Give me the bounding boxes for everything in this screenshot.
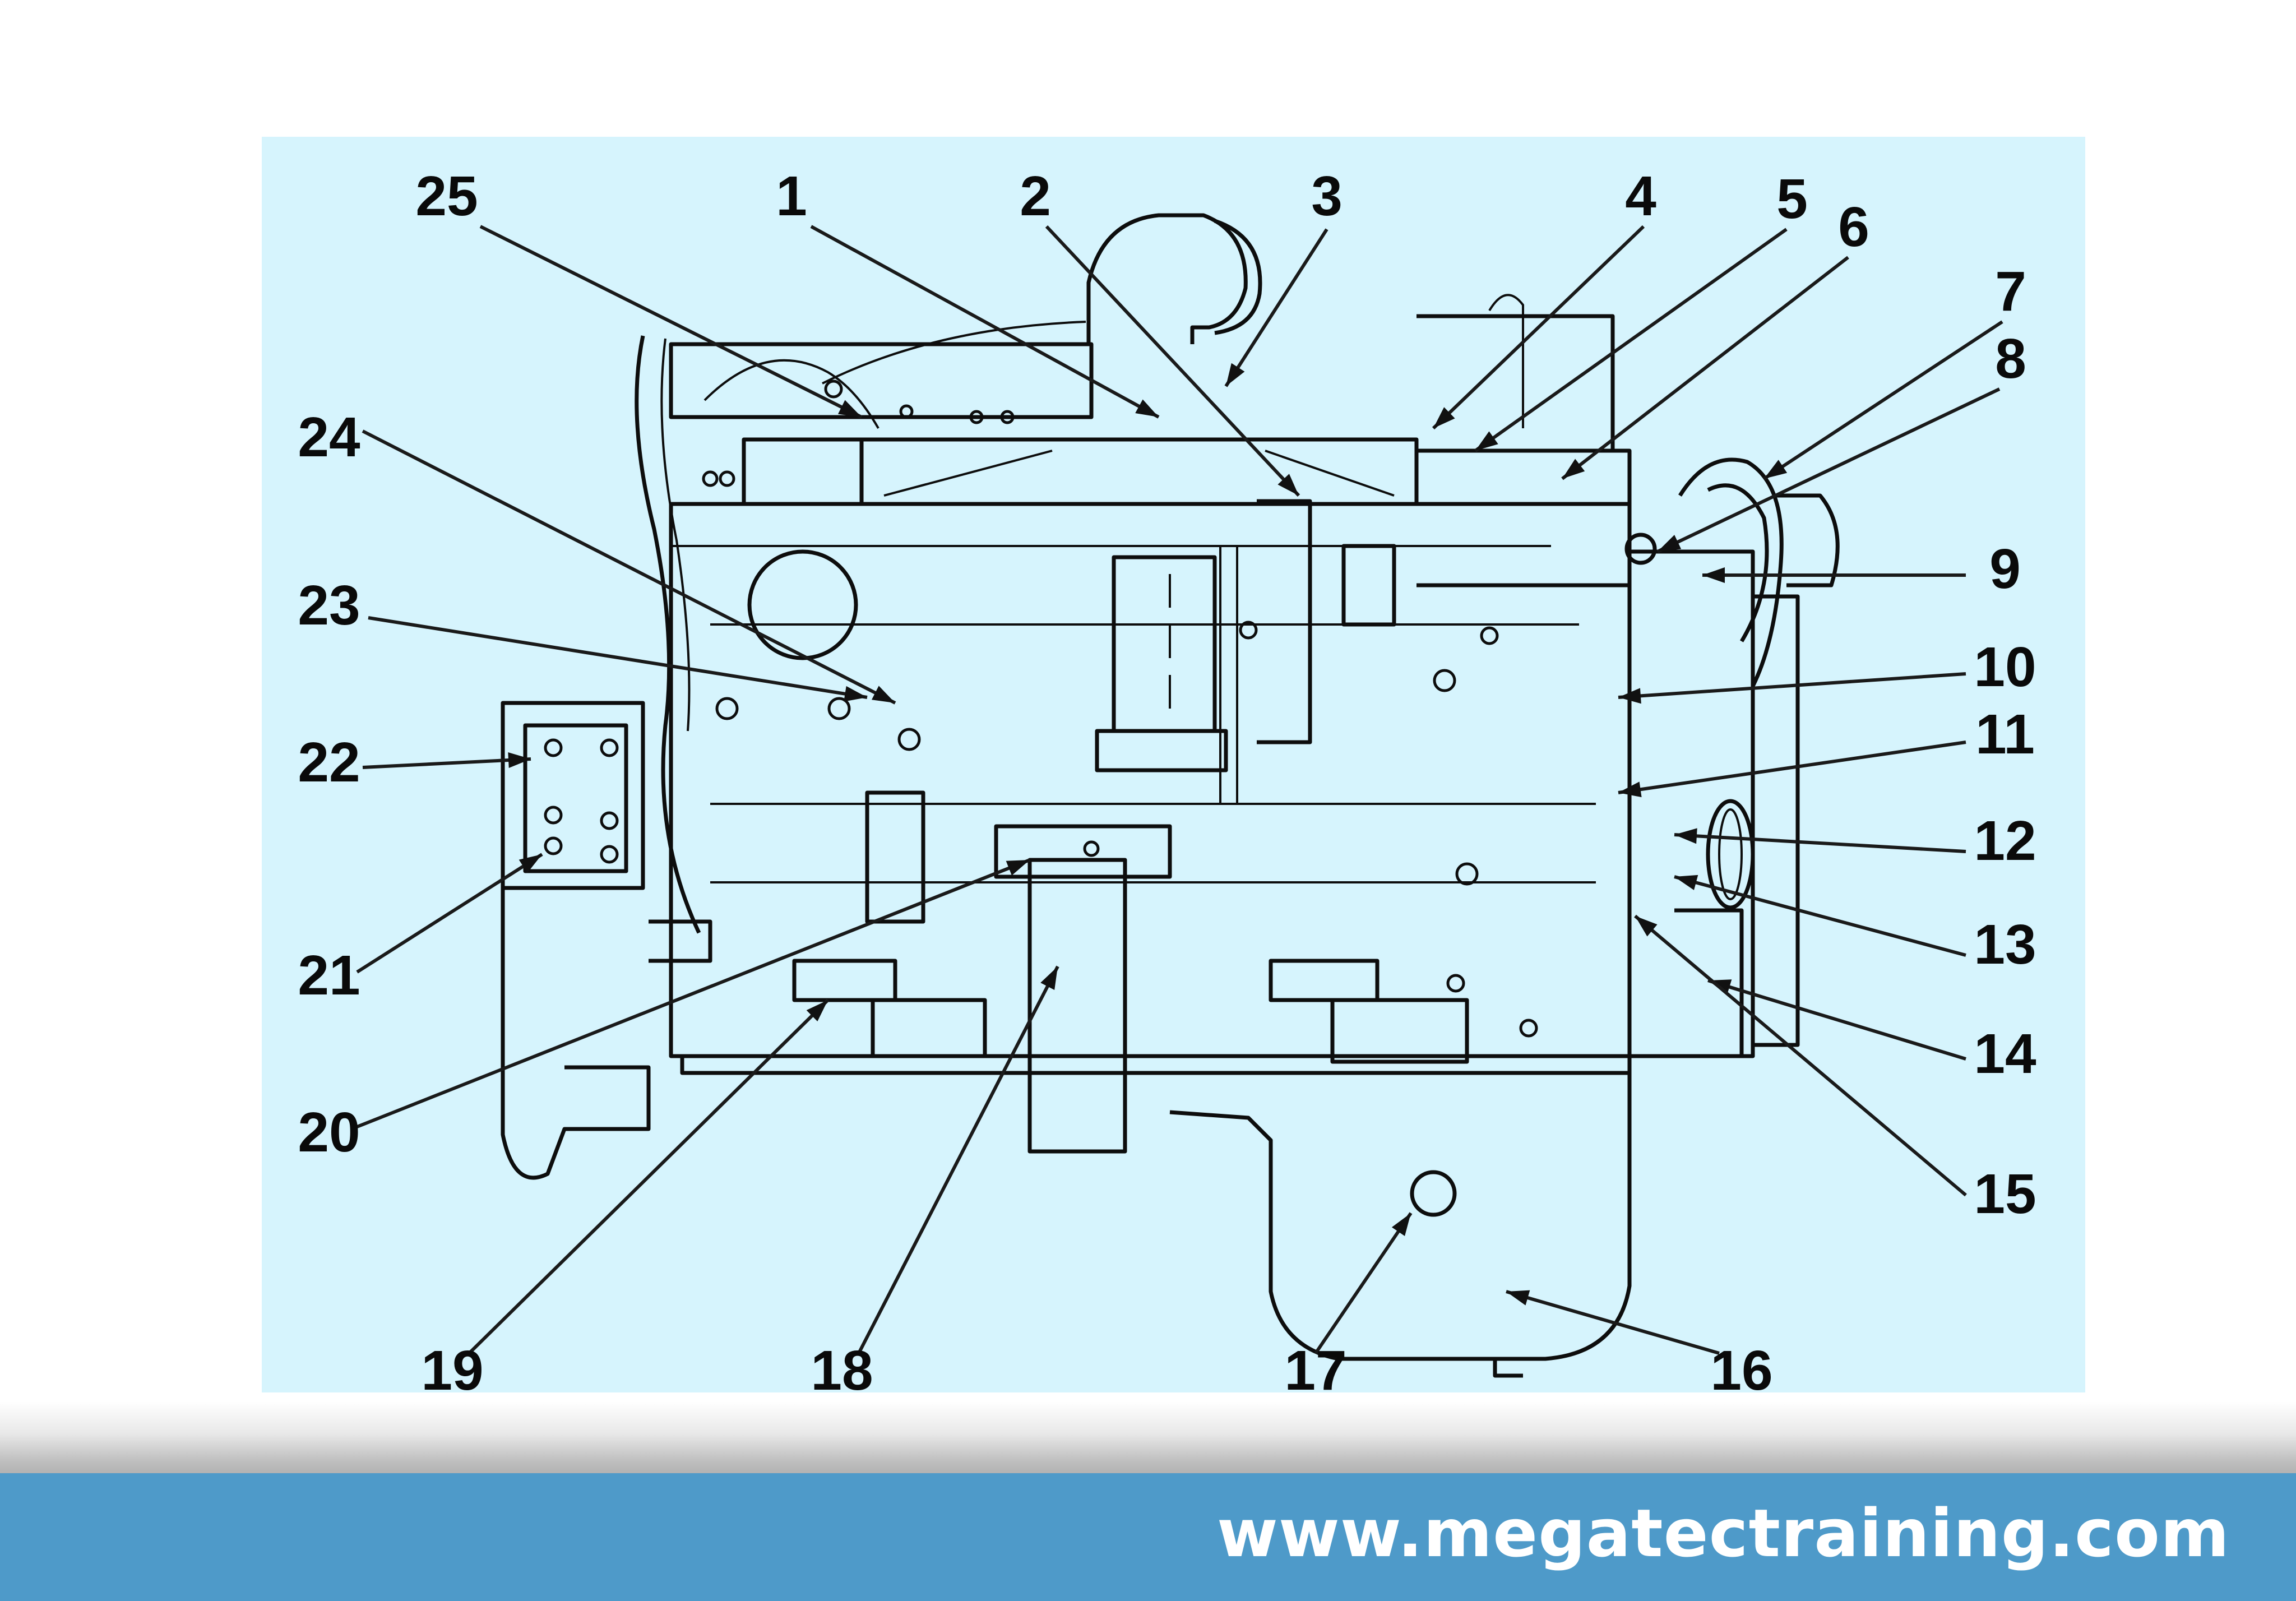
arrowhead-2 bbox=[1277, 474, 1299, 496]
footer-website-link[interactable]: www.megatectraining.com bbox=[1216, 1494, 2230, 1572]
arrowhead-17 bbox=[1391, 1213, 1411, 1236]
callout-label-5: 5 bbox=[1776, 168, 1808, 230]
arrowhead-19 bbox=[806, 1000, 828, 1022]
callout-label-8: 8 bbox=[1995, 327, 2026, 390]
arrowhead-20 bbox=[1006, 860, 1030, 876]
arrowhead-11 bbox=[1618, 781, 1642, 798]
callout-label-9: 9 bbox=[1989, 538, 2021, 600]
callout-label-6: 6 bbox=[1838, 196, 1869, 258]
leader-line-2 bbox=[1045, 225, 1300, 497]
leader-line-1 bbox=[810, 225, 1160, 419]
leader-line-3 bbox=[1224, 228, 1328, 387]
arrowhead-23 bbox=[844, 686, 867, 702]
arrowhead-6 bbox=[1562, 459, 1585, 479]
callout-label-25: 25 bbox=[415, 165, 478, 228]
leader-line-14 bbox=[1707, 979, 1966, 1061]
callout-label-13: 13 bbox=[1974, 913, 2036, 976]
callout-label-19: 19 bbox=[421, 1339, 483, 1392]
arrowhead-12 bbox=[1674, 828, 1697, 844]
leader-line-5 bbox=[1474, 228, 1788, 452]
arrowhead-1 bbox=[1135, 399, 1159, 417]
leader-line-8 bbox=[1656, 387, 2001, 553]
callout-label-17: 17 bbox=[1284, 1339, 1346, 1392]
engine-diagram: 1234567891011121314151617181920212223242… bbox=[298, 165, 2036, 1392]
callout-label-2: 2 bbox=[1020, 165, 1051, 228]
leader-line-13 bbox=[1674, 875, 1966, 957]
leader-line-12 bbox=[1674, 833, 1966, 853]
leader-line-17 bbox=[1314, 1212, 1413, 1354]
shadow-separator bbox=[0, 1401, 2296, 1473]
arrowhead-25 bbox=[837, 400, 862, 417]
callout-label-12: 12 bbox=[1974, 809, 2036, 872]
callout-label-4: 4 bbox=[1625, 165, 1656, 228]
callout-label-23: 23 bbox=[298, 574, 360, 637]
engine-illustration bbox=[501, 213, 1840, 1378]
callout-label-7: 7 bbox=[1995, 260, 2026, 323]
arrowhead-4 bbox=[1433, 407, 1455, 428]
leader-line-21 bbox=[356, 853, 543, 974]
arrowhead-16 bbox=[1506, 1290, 1530, 1306]
leader-line-4 bbox=[1432, 225, 1645, 430]
callout-label-15: 15 bbox=[1974, 1163, 2036, 1225]
arrowhead-9 bbox=[1702, 567, 1725, 583]
leader-lines bbox=[350, 225, 2003, 1355]
arrowhead-3 bbox=[1226, 363, 1245, 386]
callout-label-16: 16 bbox=[1710, 1339, 1772, 1392]
arrowhead-8 bbox=[1658, 535, 1682, 552]
callout-label-10: 10 bbox=[1974, 636, 2036, 698]
arrowhead-22 bbox=[508, 752, 531, 768]
leader-line-6 bbox=[1561, 256, 1849, 480]
leader-line-16 bbox=[1506, 1290, 1720, 1355]
leader-line-22 bbox=[362, 757, 531, 769]
callout-label-24: 24 bbox=[298, 406, 360, 469]
arrowhead-7 bbox=[1764, 460, 1788, 479]
callout-label-1: 1 bbox=[776, 165, 807, 228]
callout-label-14: 14 bbox=[1974, 1022, 2036, 1085]
leader-line-25 bbox=[479, 225, 863, 419]
arrowhead-13 bbox=[1674, 874, 1698, 890]
callout-label-3: 3 bbox=[1311, 165, 1343, 228]
arrowhead-5 bbox=[1475, 431, 1498, 451]
leader-line-23 bbox=[368, 616, 868, 699]
leader-line-10 bbox=[1618, 672, 1966, 699]
leader-line-19 bbox=[467, 998, 830, 1355]
arrowhead-21 bbox=[519, 854, 542, 873]
arrowhead-15 bbox=[1635, 916, 1658, 937]
arrowhead-24 bbox=[872, 686, 895, 703]
leader-line-18 bbox=[857, 965, 1059, 1354]
leader-line-11 bbox=[1618, 741, 1966, 794]
arrowhead-10 bbox=[1618, 688, 1641, 704]
leader-line-24 bbox=[362, 429, 896, 705]
leader-line-20 bbox=[350, 858, 1031, 1131]
callout-label-20: 20 bbox=[298, 1101, 360, 1164]
callout-label-11: 11 bbox=[1975, 703, 2035, 766]
leader-line-15 bbox=[1634, 914, 1967, 1197]
leader-line-7 bbox=[1763, 320, 2003, 480]
arrowhead-18 bbox=[1040, 966, 1058, 990]
footer-banner bbox=[0, 1473, 2296, 1601]
callout-label-21: 21 bbox=[298, 944, 360, 1007]
callout-label-22: 22 bbox=[298, 731, 360, 794]
callout-label-18: 18 bbox=[811, 1339, 873, 1392]
